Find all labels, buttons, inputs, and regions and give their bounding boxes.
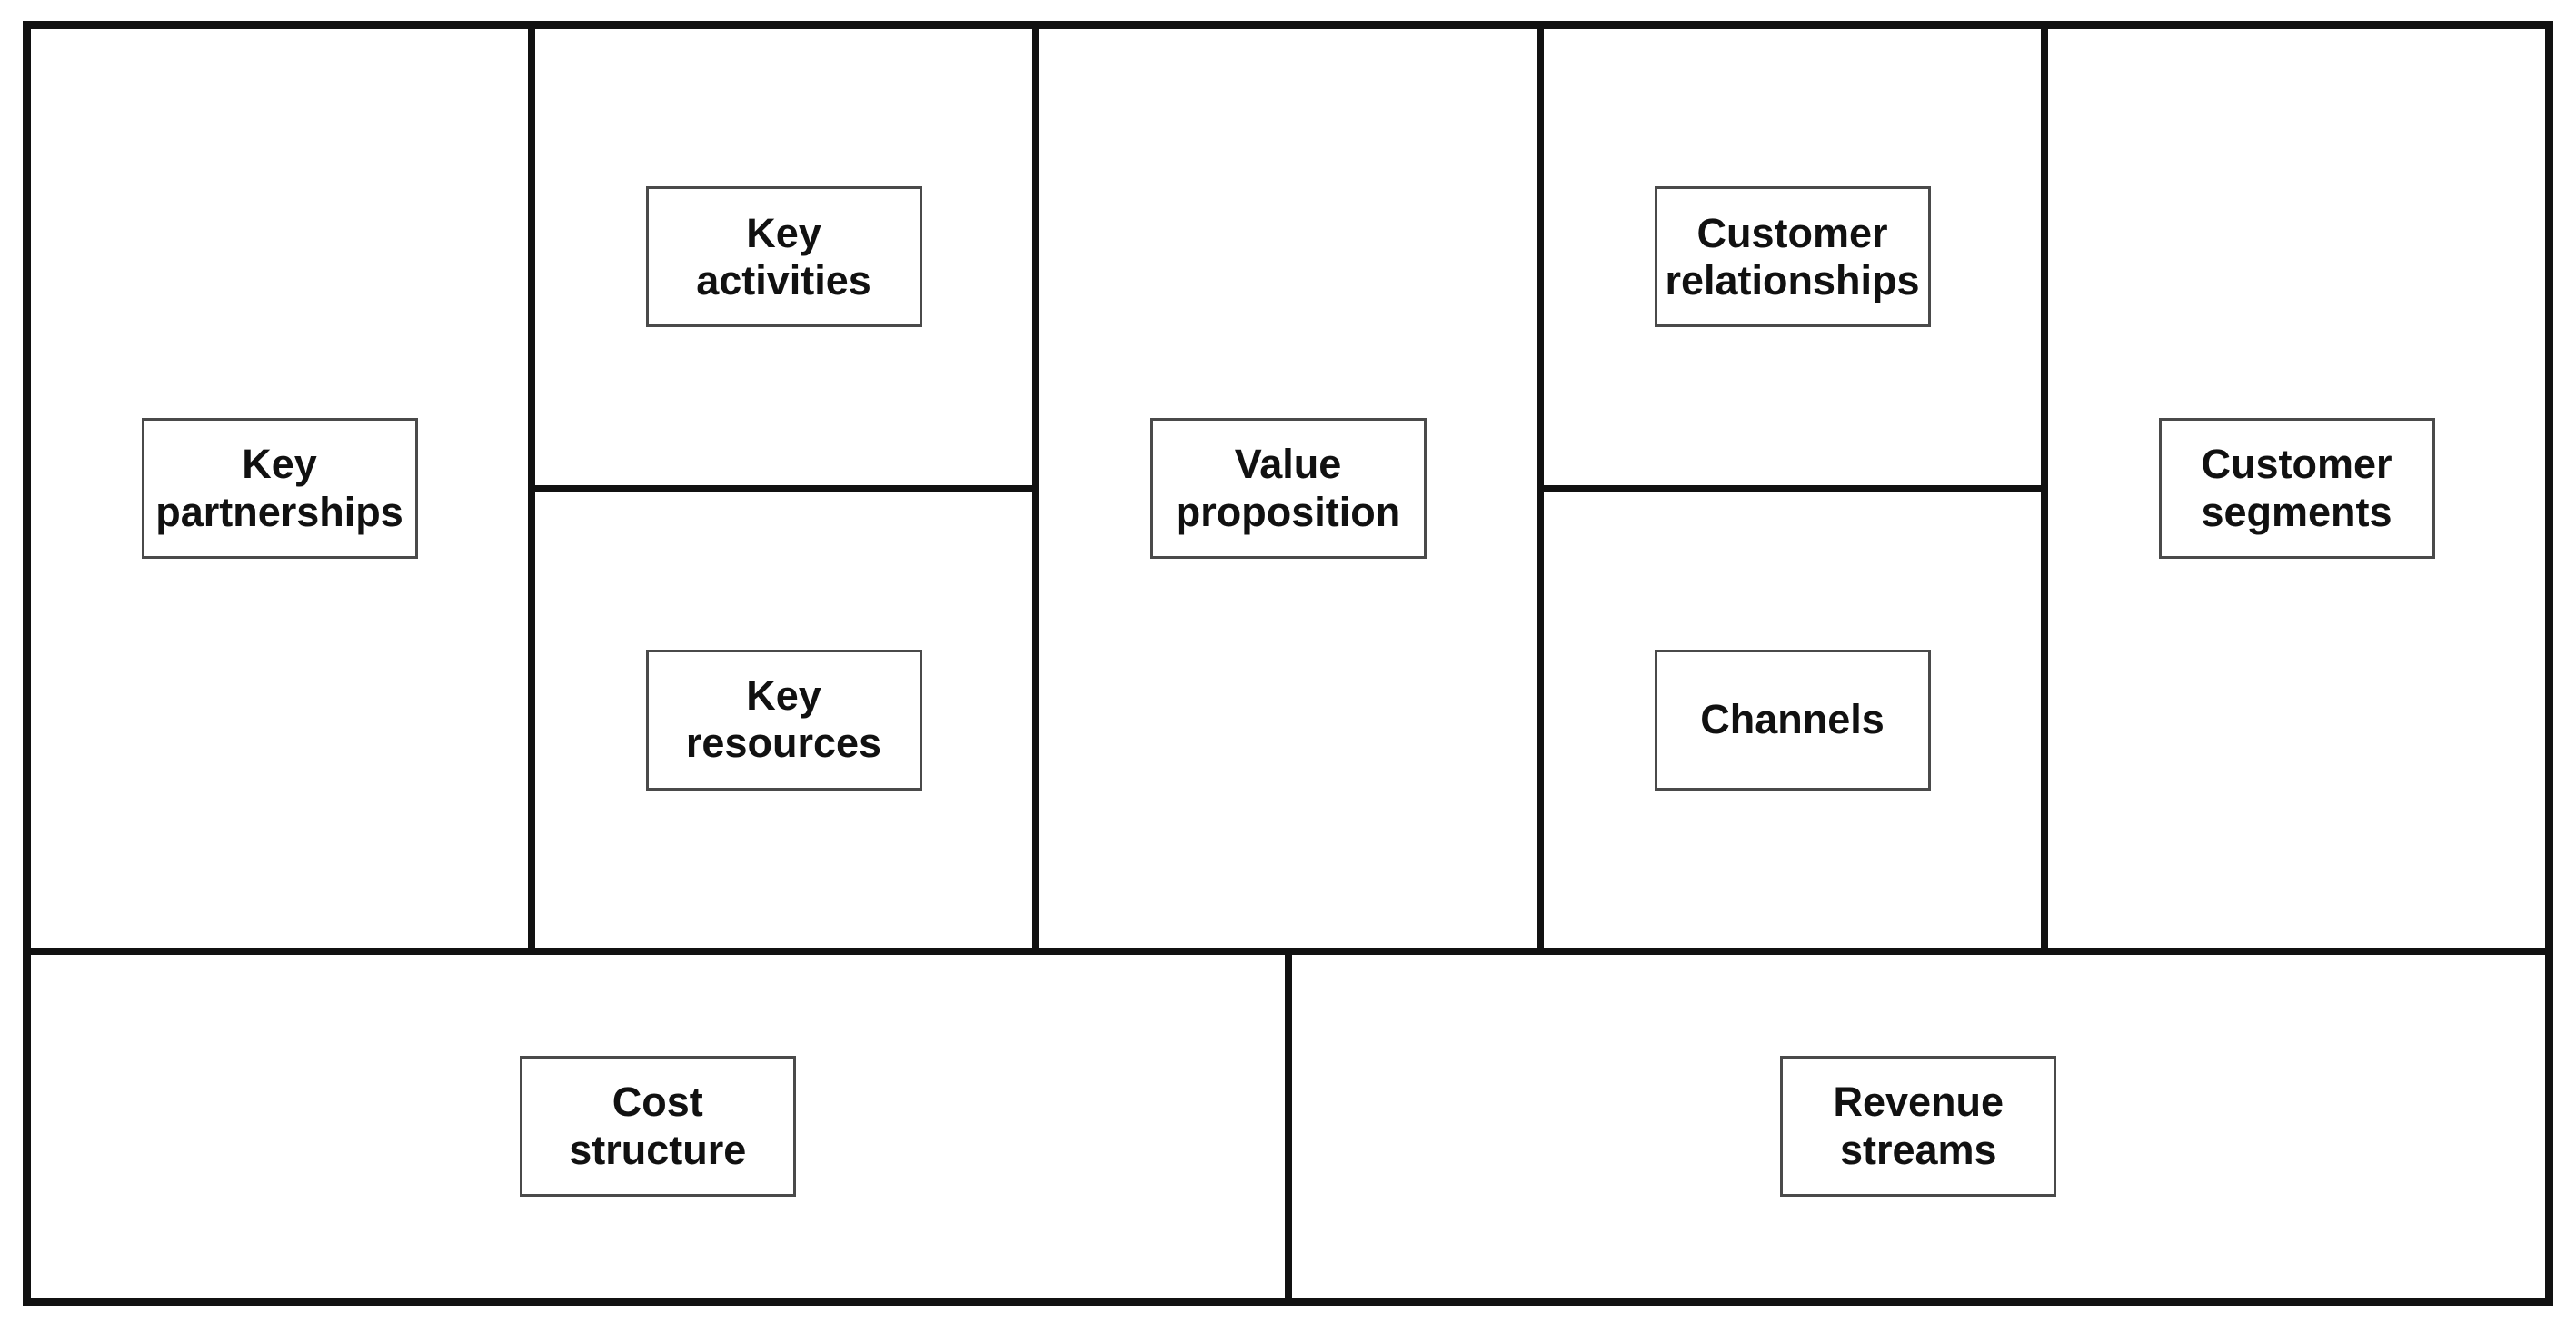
- label-box-revenue-streams: Revenue streams: [1780, 1056, 2057, 1197]
- label-cost-structure: Cost structure: [569, 1079, 747, 1173]
- cell-customer-relationships: Customer relationships: [1544, 29, 2041, 485]
- label-customer-segments: Customer segments: [2201, 441, 2392, 535]
- label-box-key-activities: Key activities: [645, 186, 922, 328]
- label-value-proposition: Value proposition: [1175, 441, 1401, 535]
- canvas-bottom-section: Cost structure Revenue streams: [31, 948, 2545, 1298]
- column-key-activities-resources: Key activities Key resources: [528, 29, 1032, 948]
- label-customer-relationships: Customer relationships: [1665, 209, 1920, 303]
- label-box-channels: Channels: [1654, 649, 1931, 791]
- cell-cost-structure: Cost structure: [31, 955, 1285, 1298]
- label-box-key-resources: Key resources: [645, 649, 922, 791]
- label-key-partnerships: Key partnerships: [155, 441, 403, 535]
- business-model-canvas: Key partnerships Key activities Key reso…: [23, 21, 2553, 1306]
- label-box-cost-structure: Cost structure: [519, 1056, 796, 1197]
- cell-channels: Channels: [1544, 484, 2041, 949]
- cell-key-partnerships: Key partnerships: [31, 29, 528, 948]
- label-channels: Channels: [1700, 696, 1885, 743]
- label-revenue-streams: Revenue streams: [1833, 1079, 2004, 1173]
- canvas-top-section: Key partnerships Key activities Key reso…: [31, 29, 2545, 948]
- cell-revenue-streams: Revenue streams: [1284, 955, 2546, 1298]
- label-key-resources: Key resources: [685, 672, 882, 767]
- cell-key-activities: Key activities: [535, 29, 1032, 485]
- label-box-value-proposition: Value proposition: [1149, 418, 1427, 559]
- label-box-key-partnerships: Key partnerships: [141, 418, 418, 559]
- label-box-customer-segments: Customer segments: [2158, 418, 2435, 559]
- cell-key-resources: Key resources: [535, 484, 1032, 949]
- cell-value-proposition: Value proposition: [1032, 29, 1537, 948]
- label-box-customer-relationships: Customer relationships: [1654, 186, 1931, 328]
- cell-customer-segments: Customer segments: [2041, 29, 2545, 948]
- label-key-activities: Key activities: [696, 209, 871, 303]
- column-customer-relationships-channels: Customer relationships Channels: [1537, 29, 2041, 948]
